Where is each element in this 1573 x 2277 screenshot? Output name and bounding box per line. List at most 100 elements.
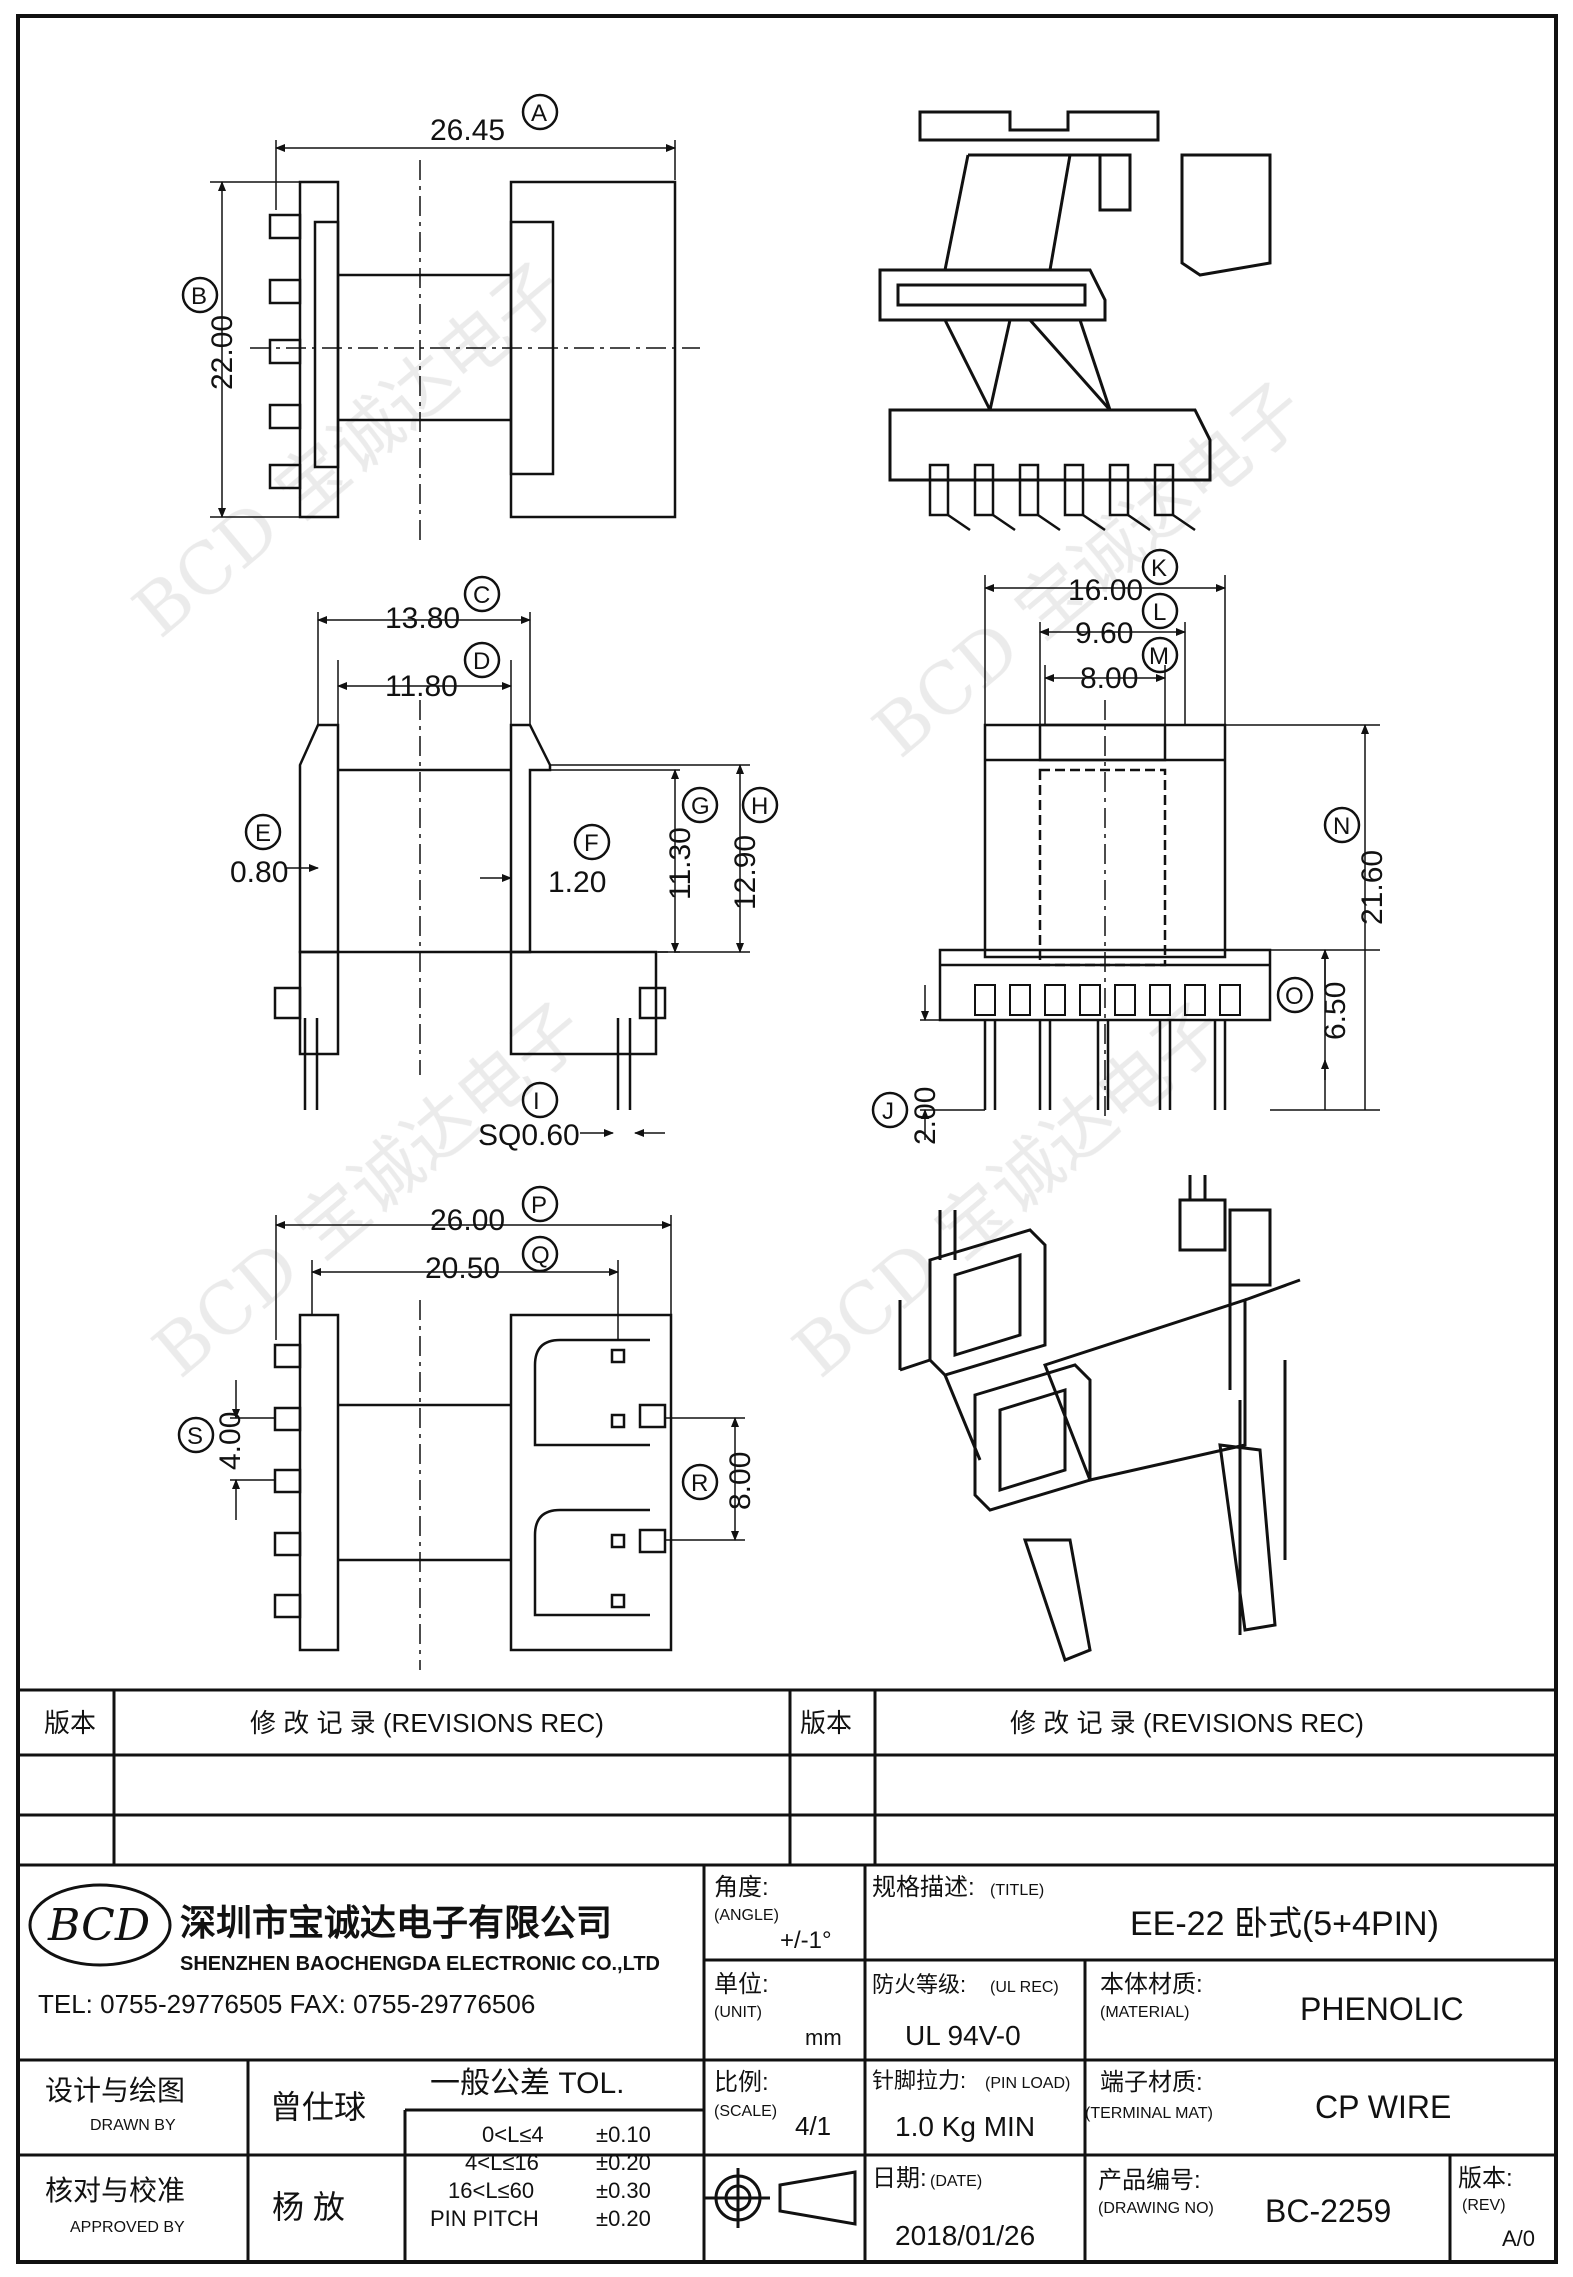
dim-c: 13.80 [385,602,460,635]
dim-m: 8.00 [1080,662,1138,695]
label-i: I [533,1088,540,1115]
label-o: O [1285,983,1304,1010]
label-g: G [691,793,710,820]
terminal-label: 端子材质: [1100,2069,1203,2096]
label-f: F [584,830,599,857]
title-label: 规格描述: [872,1874,975,1901]
tol-label: 一般公差 TOL. [430,2067,624,2100]
material-label-en: (MATERIAL) [1100,2004,1189,2021]
drawn-value: 曾仕球 [270,2089,366,2125]
label-d: D [473,648,490,675]
date-label-en: (DATE) [930,2173,982,2190]
scale-value: 4/1 [795,2111,831,2141]
label-r: R [691,1470,708,1497]
rev-value: A/0 [1502,2226,1535,2251]
label-j: J [882,1098,894,1125]
ul-value: UL 94V-0 [905,2020,1021,2051]
unit-label: 单位: [714,1971,769,1998]
drawing-no-value: BC-2259 [1265,2193,1391,2229]
tol-range-1: 0<L≤4 [482,2122,544,2147]
approved-value: 杨 放 [272,2189,345,2225]
sheet-border [16,14,1558,2264]
company-contact: TEL: 0755-29776505 FAX: 0755-29776506 [38,1989,535,2019]
dim-n: 21.60 [1356,850,1389,925]
label-a: A [531,100,547,127]
top-view [181,93,700,540]
tol-range-4: PIN PITCH [430,2206,539,2231]
dim-b: 22.00 [206,315,239,390]
terminal-value: CP WIRE [1315,2089,1451,2125]
drawn-label-en: DRAWN BY [90,2117,176,2134]
ul-label-en: (UL REC) [990,1979,1059,1996]
side-view [871,548,1380,1140]
iso-view-bottom [898,1175,1301,1662]
drawing-no-label: 产品编号: [1098,2167,1201,2194]
terminal-label-en: (TERMINAL MAT) [1085,2105,1213,2122]
angle-label-en: (ANGLE) [714,1907,779,1924]
pin-load-label: 针脚拉力: [872,2068,966,2093]
dim-p: 26.00 [430,1204,505,1237]
company-logo: BCD [28,1883,172,1967]
date-label: 日期: [872,2165,927,2192]
pin-load-value: 1.0 Kg MIN [895,2111,1035,2142]
company-name-cn: 深圳市宝诚达电子有限公司 [180,1902,612,1943]
dim-s: 4.00 [214,1412,247,1470]
date-value: 2018/01/26 [895,2220,1035,2251]
watermark-text-2: BCD 宝诚达电子 [858,367,1320,774]
rev-label-en: (REV) [1462,2197,1506,2214]
drawn-label: 设计与绘图 [45,2075,185,2106]
scale-label: 比例: [714,2069,769,2096]
label-h: H [751,793,768,820]
company-name-en: SHENZHEN BAOCHENGDA ELECTRONIC CO.,LTD [180,1953,660,1975]
dim-d: 11.80 [385,670,458,703]
watermark: BCD 宝诚达电子 BCD 宝诚达电子 BCD 宝诚达电子 BCD 宝诚达电子 [118,247,1320,1394]
dim-j: 2.00 [909,1087,942,1145]
dim-l: 9.60 [1075,617,1133,650]
rev-label: 版本: [1458,2165,1513,2192]
label-c: C [473,582,490,609]
label-k: K [1151,555,1167,582]
logo-text: BCD [47,1900,150,1951]
title-value: EE-22 卧式(5+4PIN) [1130,1905,1439,1943]
angle-value: +/-1° [780,1927,832,1954]
label-p: P [531,1192,547,1219]
dim-i: SQ0.60 [478,1119,580,1152]
dim-f: 1.20 [548,866,606,899]
unit-value: mm [805,2025,842,2050]
label-e: E [255,820,271,847]
rev-ver-label-1: 版本 [44,1708,96,1738]
ul-label: 防火等级: [872,1972,966,1997]
rev-ver-label-2: 版本 [800,1708,852,1738]
tol-value-1: ±0.10 [596,2122,651,2147]
drawing-no-label-en: (DRAWING NO) [1098,2200,1214,2217]
title-label-en: (TITLE) [990,1882,1044,1899]
rev-header-2: 修 改 记 录 (REVISIONS REC) [1010,1708,1364,1738]
pin-load-label-en: (PIN LOAD) [985,2075,1070,2092]
tol-value-2: ±0.20 [596,2150,651,2175]
tol-value-4: ±0.20 [596,2206,651,2231]
tol-range-3: 16<L≤60 [448,2178,534,2203]
approved-label-en: APPROVED BY [70,2219,185,2236]
dim-g: 11.30 [664,827,697,900]
dim-q: 20.50 [425,1252,500,1285]
label-b: B [191,283,207,310]
scale-label-en: (SCALE) [714,2103,777,2120]
bottom-view [177,1185,745,1670]
front-view [244,575,779,1137]
label-n: N [1333,813,1350,840]
iso-view-top [878,110,1272,532]
dim-e: 0.80 [230,856,288,889]
dim-a: 26.45 [430,114,505,147]
label-l: L [1153,599,1166,626]
material-value: PHENOLIC [1300,1991,1464,2027]
title-block-grid [18,1688,1556,2262]
dim-h: 12.90 [729,835,762,910]
dim-o: 6.50 [1319,982,1352,1040]
label-m: M [1149,643,1169,670]
projection-symbol-icon [705,2168,857,2228]
label-q: Q [531,1242,550,1269]
dim-r: 8.00 [724,1452,757,1510]
material-label: 本体材质: [1100,1971,1203,1998]
angle-label: 角度: [714,1874,769,1901]
